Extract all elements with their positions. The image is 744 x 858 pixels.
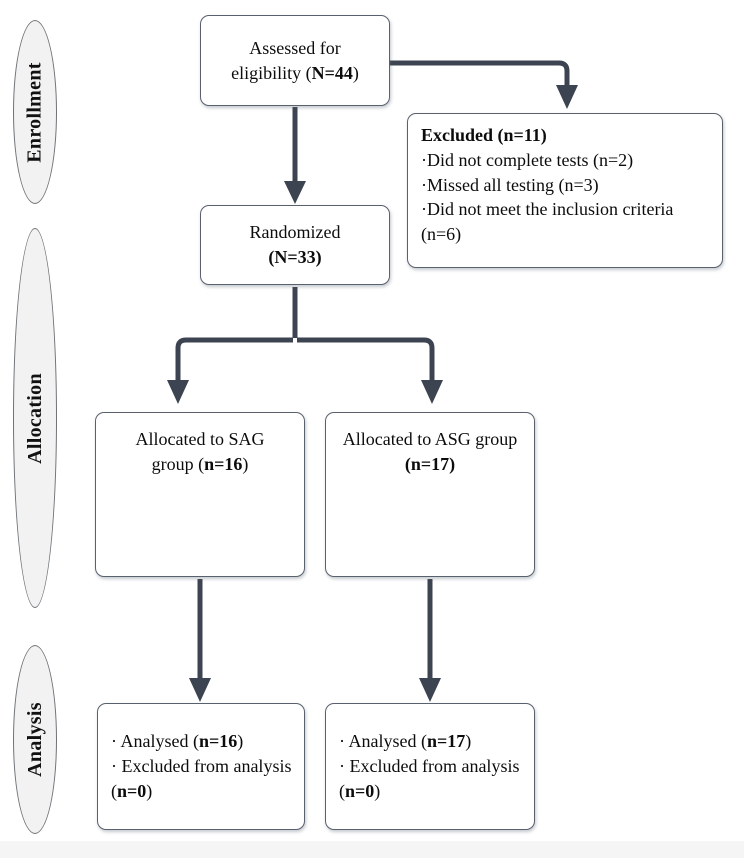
alloc-sag-count: n=16 (204, 453, 243, 474)
analysis-asg-text: · Analysed (n=17) · Excluded from analys… (339, 729, 524, 803)
analysis-asg-excluded-count: n=0 (345, 780, 375, 801)
alloc-asg-count: (n=17) (404, 453, 456, 474)
flow-box-randomized-text: Randomized (N=33) (250, 220, 341, 270)
flow-box-excluded: Excluded (n=11) ·Did not complete tests … (407, 113, 723, 268)
connector-assessed-to-randomized (284, 107, 306, 204)
analysis-sag-item2-post: ) (146, 780, 153, 801)
stage-label-analysis: Analysis (23, 702, 46, 777)
analysis-sag-item1-post: ) (237, 731, 244, 752)
stage-pill-analysis: Analysis (13, 645, 57, 834)
flow-box-assessed: Assessed for eligibility (N=44) (200, 15, 390, 106)
flow-box-assessed-text: Assessed for eligibility (N=44) (231, 36, 359, 86)
randomized-line1: Randomized (249, 222, 341, 243)
flow-box-allocated-sag: Allocated to SAG group (n=16) (95, 412, 305, 577)
analysis-asg-analysed-count: n=17 (426, 731, 466, 752)
connector-asg-to-analysis (419, 579, 441, 702)
flow-box-analysis-asg: · Analysed (n=17) · Excluded from analys… (325, 703, 535, 830)
excluded-item: ·Did not complete tests (n=2) (421, 149, 634, 170)
analysis-asg-item2-post: ) (374, 780, 381, 801)
analysis-asg-item1-pre: · Analysed ( (339, 731, 427, 752)
alloc-sag-line2-pre: group ( (151, 453, 205, 474)
connector-assessed-to-excluded (390, 60, 578, 109)
connector-randomized-branch (167, 287, 443, 404)
analysis-sag-analysed-count: n=16 (198, 731, 238, 752)
flow-box-analysis-sag: · Analysed (n=16) · Excluded from analys… (97, 703, 305, 830)
bottom-background-strip (0, 841, 744, 858)
analysis-asg-item2-pre: · Excluded from analysis ( (339, 756, 520, 801)
stage-label-allocation: Allocation (23, 372, 46, 464)
assessed-line1: Assessed for (249, 37, 341, 58)
analysis-sag-text: · Analysed (n=16) · Excluded from analys… (111, 729, 294, 803)
alloc-sag-line1: Allocated to SAG (135, 429, 265, 449)
alloc-sag-line2-post: ) (242, 453, 249, 474)
excluded-item: ·Did not meet the inclusion criteria (n=… (421, 199, 674, 245)
connector-sag-to-analysis (189, 579, 211, 702)
flow-box-allocated-asg: Allocated to ASG group (n=17) (325, 412, 535, 577)
stage-pill-allocation: Allocation (13, 228, 57, 608)
stage-pill-enrollment: Enrollment (13, 20, 57, 204)
excluded-title: Excluded (n=11) (421, 125, 547, 145)
alloc-asg-line1: Allocated to ASG group (342, 429, 518, 449)
flow-box-randomized: Randomized (N=33) (200, 205, 390, 285)
stage-label-enrollment: Enrollment (23, 61, 46, 163)
analysis-sag-excluded-count: n=0 (117, 780, 147, 801)
analysis-sag-item2-pre: · Excluded from analysis ( (111, 756, 292, 801)
randomized-count: (N=33) (268, 247, 322, 267)
analysis-asg-item1-post: ) (465, 731, 472, 752)
assessed-line2-post: ) (352, 62, 359, 83)
analysis-sag-item1-pre: · Analysed ( (111, 731, 199, 752)
excluded-item: ·Missed all testing (n=3) (421, 174, 599, 195)
assessed-line2-pre: eligibility ( (231, 62, 312, 83)
assessed-count: N=44 (311, 62, 353, 83)
